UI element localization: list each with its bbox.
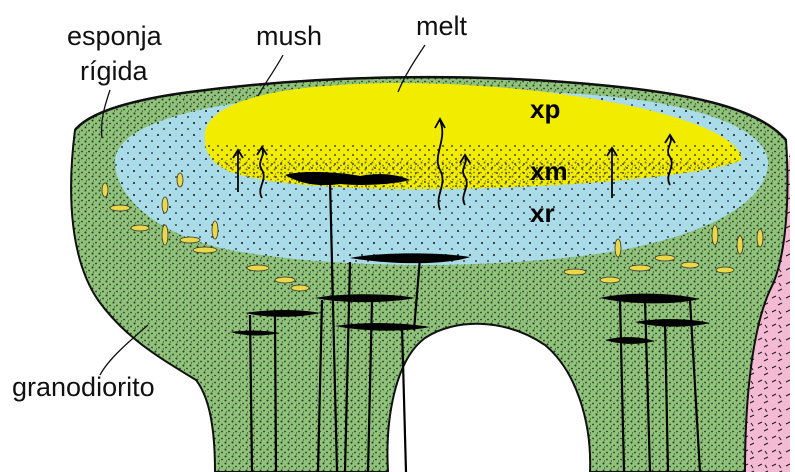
label-esponja: esponja [67,21,163,51]
label-mush: mush [256,21,322,51]
label-melt: melt [416,11,468,41]
zone-label-xr: xr [530,198,555,228]
zone-label-xm: xm [530,156,568,186]
label-granodiorito: granodiorito [12,372,155,402]
label-rigida: rígida [80,56,149,86]
zone-label-xp: xp [530,94,560,124]
